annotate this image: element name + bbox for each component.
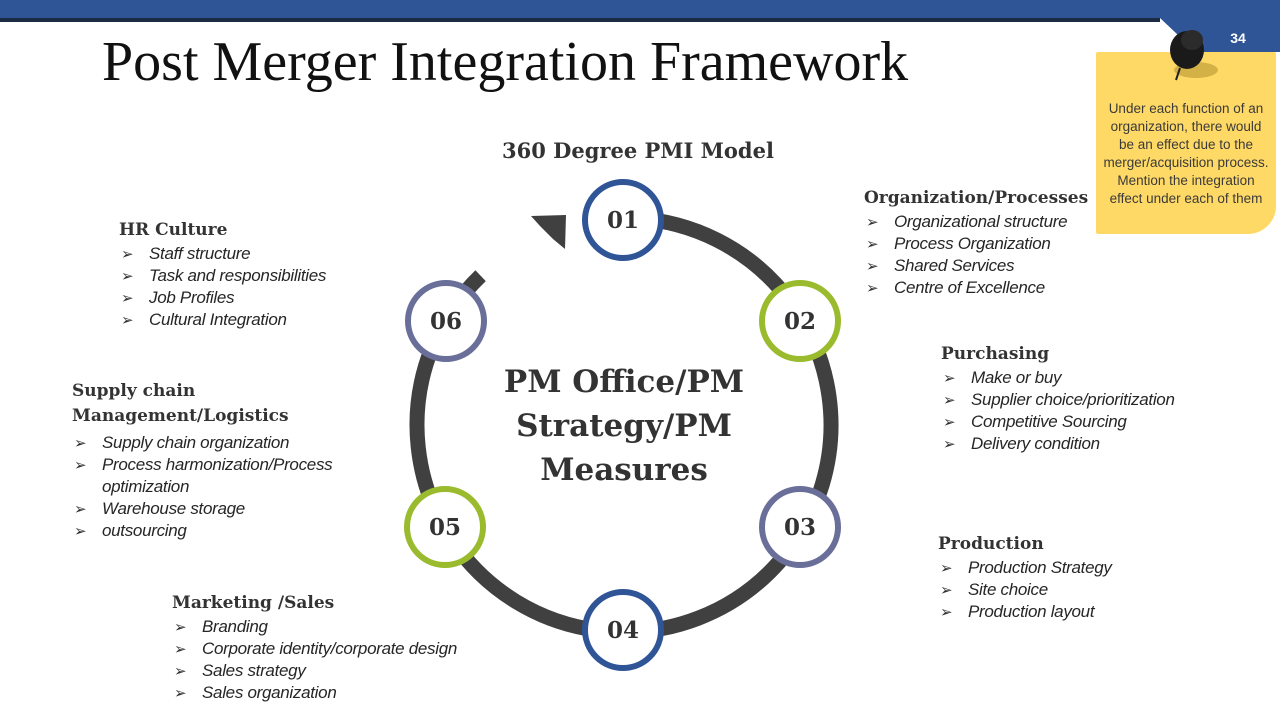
block-marketing: Marketing /Sales ➢Branding ➢Corporate id… (172, 591, 457, 704)
block-title: Supply chain (72, 381, 196, 401)
block-title: Management/Logistics (72, 406, 289, 426)
arrowhead-bullet-icon: ➢ (174, 684, 187, 702)
block-title: Production (938, 534, 1044, 554)
arrowhead-bullet-icon: ➢ (943, 413, 956, 431)
list-item: ➢Cultural Integration (121, 310, 287, 329)
list-item: ➢Make or buy (943, 368, 1062, 387)
note-line: be an effect due to the (1118, 137, 1254, 152)
arrowhead-bullet-icon: ➢ (74, 500, 87, 518)
list-item: ➢Staff structure (121, 244, 251, 263)
arrowhead-bullet-icon: ➢ (74, 522, 87, 540)
center-line: Measures (540, 452, 708, 488)
center-line: Strategy/PM (516, 408, 732, 444)
node-04: 04 (582, 589, 664, 671)
list-item: ➢Competitive Sourcing (943, 412, 1127, 431)
list-item: ➢Branding (174, 617, 268, 636)
list-item: ➢Site choice (940, 580, 1048, 599)
list-item: ➢Warehouse storage (74, 499, 245, 518)
arrowhead-bullet-icon: ➢ (943, 391, 956, 409)
header-bar-underline (0, 18, 1160, 22)
arrowhead-bullet-icon: ➢ (866, 279, 879, 297)
cycle-arrow-icon (531, 215, 566, 249)
arrowhead-bullet-icon: ➢ (121, 245, 134, 263)
list-item: ➢Process harmonization/Process (74, 455, 333, 474)
note-line: organization, there would (1110, 119, 1262, 134)
node-01: 01 (582, 179, 664, 261)
list-item-continuation: optimization (102, 477, 190, 496)
sticky-note (1096, 52, 1276, 234)
center-line: PM Office/PM (503, 364, 745, 400)
note-line: Under each function of an (1108, 101, 1264, 116)
arrowhead-bullet-icon: ➢ (174, 640, 187, 658)
arrowhead-bullet-icon: ➢ (943, 435, 956, 453)
arrowhead-bullet-icon: ➢ (943, 369, 956, 387)
block-title: Purchasing (941, 344, 1050, 364)
arrowhead-bullet-icon: ➢ (866, 213, 879, 231)
note-line: Mention the integration (1117, 173, 1255, 188)
block-hr-culture: HR Culture ➢Staff structure ➢Task and re… (119, 218, 326, 331)
model-title: 360 Degree PMI Model (502, 138, 774, 163)
node-03: 03 (759, 486, 841, 568)
list-item: ➢Sales strategy (174, 661, 306, 680)
arrowhead-bullet-icon: ➢ (174, 662, 187, 680)
block-title: Marketing /Sales (172, 593, 335, 613)
center-label: PM Office/PM Strategy/PM Measures (484, 360, 764, 492)
list-item: ➢Task and responsibilities (121, 266, 327, 285)
arrowhead-bullet-icon: ➢ (74, 434, 87, 452)
arrowhead-bullet-icon: ➢ (121, 289, 134, 307)
arrowhead-bullet-icon: ➢ (940, 603, 953, 621)
list-item: ➢Process Organization (866, 234, 1051, 253)
arrowhead-bullet-icon: ➢ (866, 235, 879, 253)
node-06: 06 (405, 280, 487, 362)
list-item: ➢Supply chain organization (74, 433, 290, 452)
list-item: ➢Organizational structure (866, 212, 1068, 231)
sticky-note-text: Under each function of an organization, … (1094, 100, 1278, 208)
block-production: Production ➢Production Strategy ➢Site ch… (938, 532, 1112, 623)
list-item: ➢Production layout (940, 602, 1095, 621)
block-purchasing: Purchasing ➢Make or buy ➢Supplier choice… (941, 342, 1175, 455)
list-item: ➢Production Strategy (940, 558, 1112, 577)
arrowhead-bullet-icon: ➢ (121, 267, 134, 285)
arrowhead-bullet-icon: ➢ (940, 581, 953, 599)
note-line: effect under each of them (1109, 191, 1263, 206)
node-05: 05 (404, 486, 486, 568)
arrowhead-bullet-icon: ➢ (866, 257, 879, 275)
block-supply-chain: Supply chain Management/Logistics ➢Suppl… (72, 379, 333, 542)
node-02: 02 (759, 280, 841, 362)
arrowhead-bullet-icon: ➢ (174, 618, 187, 636)
list-item: ➢Delivery condition (943, 434, 1100, 453)
block-title: HR Culture (119, 220, 228, 240)
arrowhead-bullet-icon: ➢ (74, 456, 87, 474)
list-item: ➢Corporate identity/corporate design (174, 639, 458, 658)
slide-title: Post Merger Integration Framework (102, 31, 909, 93)
list-item: ➢outsourcing (74, 521, 187, 540)
block-organization: Organization/Processes ➢Organizational s… (864, 186, 1088, 299)
arrowhead-bullet-icon: ➢ (121, 311, 134, 329)
list-item: ➢Shared Services (866, 256, 1015, 275)
list-item: ➢Sales organization (174, 683, 337, 702)
arrowhead-bullet-icon: ➢ (940, 559, 953, 577)
list-item: ➢Centre of Excellence (866, 278, 1045, 297)
header-bar (0, 0, 1280, 18)
list-item: ➢Job Profiles (121, 288, 235, 307)
list-item: ➢Supplier choice/prioritization (943, 390, 1175, 409)
page-number: 34 (1230, 30, 1246, 46)
note-line: merger/acquisition process. (1103, 155, 1269, 170)
block-title: Organization/Processes (864, 188, 1089, 208)
